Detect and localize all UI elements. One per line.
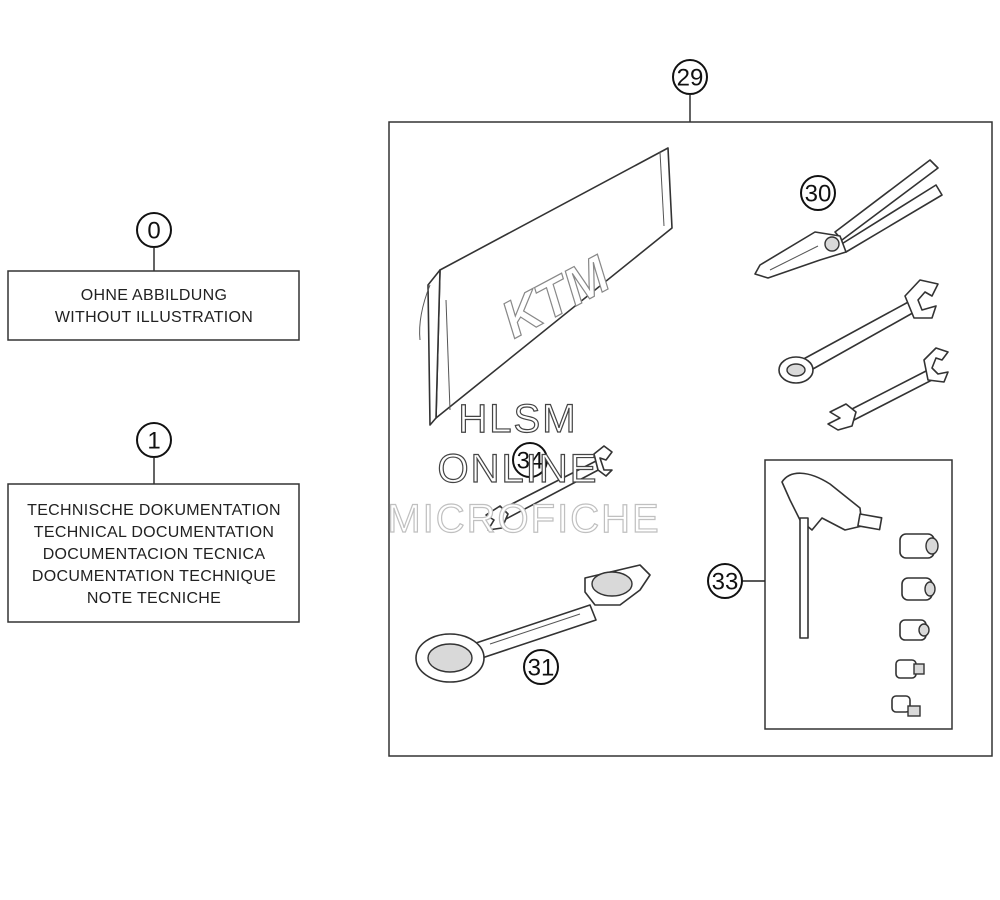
callout-29[interactable]: 29 [672, 59, 708, 95]
doc-line-it: NOTE TECNICHE [87, 590, 221, 607]
watermark: HLSM ONLINE MICROFICHE [387, 396, 660, 541]
bit-socket-icon[interactable] [899, 619, 930, 641]
watermark-line-3: MICROFICHE [387, 497, 660, 541]
watermark-line-2: ONLINE [438, 447, 599, 491]
callout-1[interactable]: 1 [136, 422, 172, 458]
combination-wrench-icon[interactable] [778, 279, 939, 384]
bit-socket-icon[interactable] [899, 533, 939, 559]
pliers-icon[interactable] [754, 159, 943, 279]
bit-socket-icon[interactable] [891, 695, 921, 717]
callout-33-label: 33 [712, 569, 739, 596]
note-technical-documentation: TECHNISCHE DOKUMENTATION TECHNICAL DOCUM… [7, 483, 300, 623]
watermark-line-1: HLSM [458, 397, 577, 441]
callout-1-label: 1 [147, 428, 160, 455]
t-handle-driver-icon[interactable] [781, 472, 883, 639]
callout-31[interactable]: 31 [523, 649, 559, 685]
callout-30-label: 30 [805, 181, 832, 208]
callout-30[interactable]: 30 [800, 175, 836, 211]
doc-line-es: DOCUMENTACION TECNICA [43, 546, 266, 563]
callout-29-label: 29 [677, 65, 704, 92]
callout-33[interactable]: 33 [707, 563, 743, 599]
doc-line-fr: DOCUMENTATION TECHNIQUE [32, 568, 276, 585]
callout-34[interactable]: 34 [512, 442, 548, 478]
bit-socket-icon[interactable] [895, 659, 925, 679]
callout-0-label: 0 [147, 218, 160, 245]
note-line-2: WITHOUT ILLUSTRATION [55, 309, 253, 326]
callout-31-label: 31 [528, 655, 555, 682]
double-open-end-wrench-icon[interactable] [827, 347, 949, 431]
bit-socket-icon[interactable] [901, 577, 936, 601]
note-line-1: OHNE ABBILDUNG [81, 287, 227, 304]
tool-kit-frame [388, 121, 993, 757]
double-open-end-wrench-icon[interactable] [485, 445, 613, 531]
bit-set-frame [764, 459, 953, 730]
ring-spanner-icon[interactable] [415, 564, 651, 683]
callout-0[interactable]: 0 [136, 212, 172, 248]
tool-pouch-icon[interactable]: KTM [419, 147, 673, 426]
doc-line-en: TECHNICAL DOCUMENTATION [34, 524, 274, 541]
doc-line-de: TECHNISCHE DOKUMENTATION [27, 502, 281, 519]
callout-34-label: 34 [517, 448, 544, 475]
note-without-illustration: OHNE ABBILDUNG WITHOUT ILLUSTRATION [7, 270, 300, 341]
